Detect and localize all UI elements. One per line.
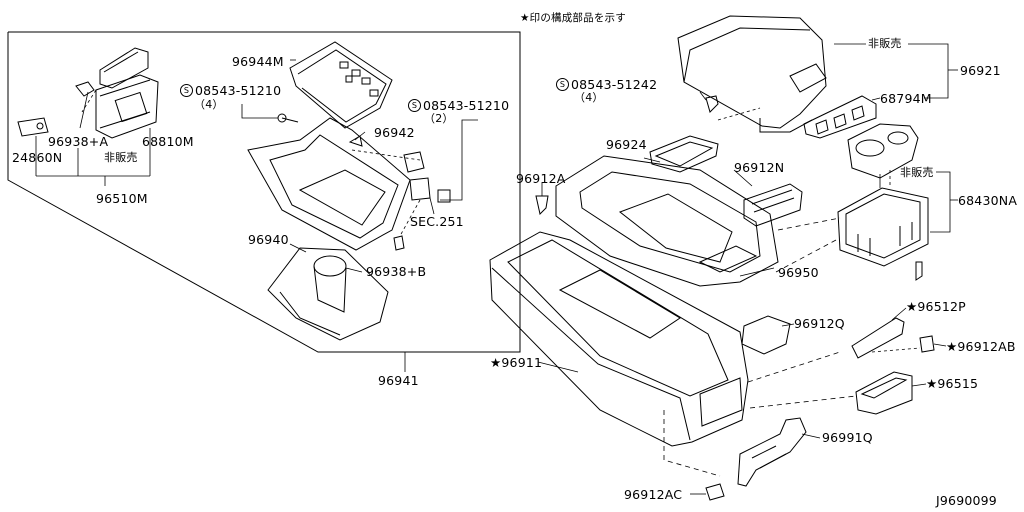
part-label-96940: 96940 [248, 232, 289, 247]
section-ref-251: SEC.251 [410, 214, 464, 229]
part-label-96912AC: 96912AC [624, 487, 683, 502]
subassembly-frame [7, 31, 521, 353]
part-label-96911: ★96911 [490, 355, 543, 370]
cup-holder-box [837, 187, 929, 267]
screw-s-icon: S [408, 99, 421, 112]
leader-lines-bottom [537, 157, 947, 495]
part-label-68810M: 68810M [142, 134, 194, 149]
part-label-96512P: ★96512P [906, 299, 966, 314]
part-label-96515: ★96515 [926, 376, 979, 391]
leader-lines-mid [241, 59, 761, 372]
switch-strip [851, 317, 905, 359]
panel-96912Q [741, 315, 791, 355]
part-label-68794M: 68794M [880, 91, 932, 106]
part-label-96912A: 96912A [516, 171, 566, 186]
part-label-96950: 96950 [778, 265, 819, 280]
screw-qty-b: （2） [424, 112, 454, 125]
shift-indicator-panel [289, 41, 393, 129]
non-sale-label-3: 非販売 [900, 166, 934, 179]
part-label-96944M: 96944M [232, 54, 284, 69]
part-label-24860N: 24860N [12, 150, 63, 165]
part-label-96912N: 96912N [734, 160, 785, 175]
switch-96912N [743, 183, 803, 227]
switch-panel-assembly [17, 47, 159, 139]
storage-tray [649, 135, 719, 173]
diagram-id: J9690099 [936, 493, 997, 508]
leader-lines-right [834, 43, 958, 233]
part-label-96510M: 96510M [96, 191, 148, 206]
part-label-96941: 96941 [378, 373, 419, 388]
screw-code-b: 08543-51210 [423, 98, 510, 113]
screw-code-a: 08543-51210 [195, 83, 282, 98]
part-label-96921: 96921 [960, 63, 1001, 78]
mounting-bracket [737, 417, 807, 487]
part-label-96938B: 96938+B [366, 264, 427, 279]
leader-lines-left [35, 89, 151, 186]
upper-console [555, 155, 779, 287]
cup-holder-insert [847, 123, 919, 179]
part-label-96924: 96924 [606, 137, 647, 152]
shifter-boot [267, 247, 389, 341]
screw-code-c: 08543-51242 [571, 77, 658, 92]
non-sale-label-2: 非販売 [868, 37, 902, 50]
non-sale-label-1: 非販売 [104, 151, 138, 164]
ashtray [855, 371, 913, 415]
part-label-68430NA: 68430NA [958, 193, 1018, 208]
armrest-lid [677, 15, 827, 133]
part-label-96991Q: 96991Q [822, 430, 873, 445]
part-label-96938A: 96938+A [48, 134, 109, 149]
screw-qty-a: （4） [194, 98, 224, 111]
header-note: ★印の構成部品を示す [520, 12, 626, 24]
main-console-body [489, 231, 749, 447]
screw-s-icon: S [556, 78, 569, 91]
part-label-96912Q: 96912Q [794, 316, 845, 331]
part-label-96912AB: ★96912AB [946, 339, 1016, 354]
screw-qty-c: （4） [574, 91, 604, 104]
bracket-68794M [803, 95, 877, 139]
part-label-96942: 96942 [374, 125, 415, 140]
screw-s-icon: S [180, 84, 193, 97]
